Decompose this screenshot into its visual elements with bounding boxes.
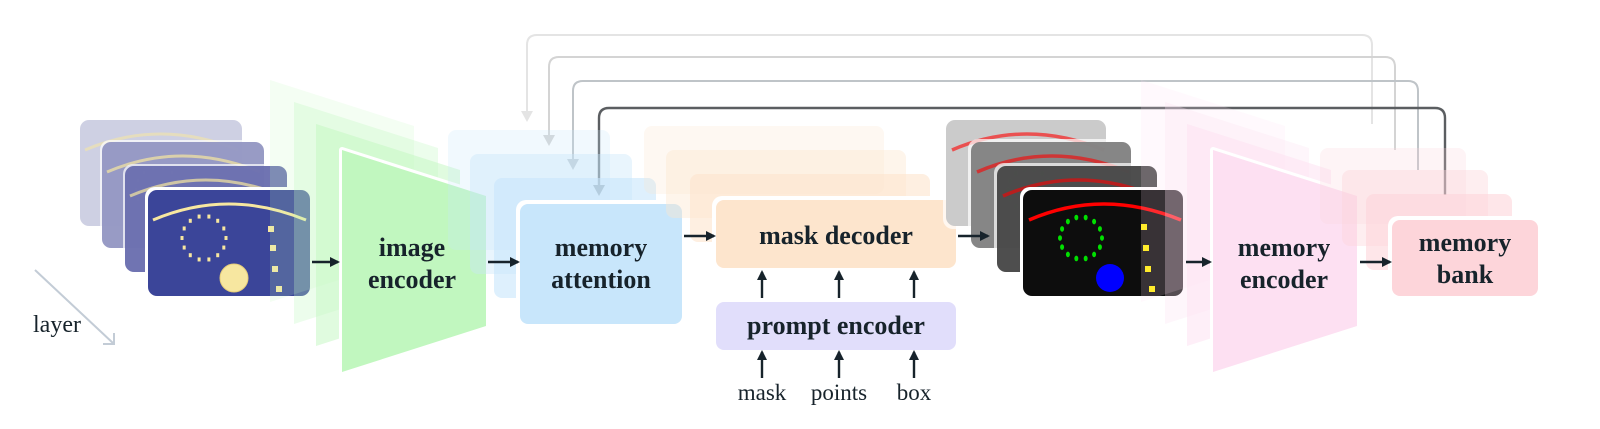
memory-encoder-stack — [1141, 80, 1360, 375]
mask-ring-dot — [1074, 255, 1079, 262]
prompt-input-mask-label: mask — [737, 380, 787, 405]
mask-square — [1149, 286, 1155, 292]
image-encoder-label-line2: encoder — [367, 265, 457, 294]
frame-ring-dot — [207, 257, 211, 262]
frame-ring-dot — [222, 226, 226, 231]
mask-square — [1141, 224, 1147, 230]
mask-ring-dot — [1097, 226, 1102, 232]
prompt-input-points-label: points — [810, 380, 868, 405]
frame-ring-dot — [180, 236, 184, 240]
memory-encoder-label-line2: encoder — [1239, 265, 1329, 294]
mask-disk — [1096, 264, 1124, 292]
feedback-arrowhead-3 — [567, 159, 579, 170]
frame-ring-dot — [222, 245, 226, 250]
frame-square — [270, 245, 276, 251]
frame-ring-dot — [224, 236, 228, 240]
frame-background — [148, 190, 310, 296]
frame-ring-dot — [197, 257, 201, 262]
memory-attention-stack — [448, 130, 686, 328]
memory-attention-label-line2: attention — [551, 265, 651, 294]
feedback-arrowhead-2 — [543, 135, 555, 146]
feedback-loop-4 — [597, 106, 1447, 195]
memory-bank-label-line1: memory — [1418, 227, 1512, 257]
mask-decoder-stack — [644, 126, 960, 272]
frame-curve — [152, 202, 307, 222]
layer-axis-label: layer — [33, 312, 81, 338]
mask-ring-dot — [1065, 218, 1070, 225]
mask-square — [1143, 245, 1149, 251]
frame-ring-dot — [182, 245, 186, 250]
frame-square — [276, 286, 282, 292]
layer-axis-arrow — [34, 269, 115, 345]
mask-ring-dot — [1092, 251, 1097, 258]
memory-encoder-layer-4 — [1213, 150, 1357, 372]
mask-background — [1023, 190, 1183, 296]
memory-attention-label-line1: memory — [554, 232, 648, 262]
frame-ring-dot — [216, 253, 220, 258]
prompt-encoder-block — [716, 302, 956, 350]
flow-arrows — [312, 231, 1392, 378]
mask-ring-dot — [1097, 244, 1102, 250]
input-frame-stack — [78, 118, 313, 299]
mask-ring-dot — [1060, 244, 1065, 250]
frame-ring-dot — [216, 218, 220, 223]
mask-square — [1145, 266, 1151, 272]
feedback-loop-1 — [526, 34, 1373, 124]
image-encoder-stack — [270, 80, 489, 375]
memory-bank-layer-4 — [1392, 220, 1538, 296]
frame-disk — [219, 263, 249, 293]
frame-ring-dot — [188, 218, 192, 223]
memory-bank-label-line2: bank — [1436, 260, 1494, 289]
frame-ring-dot — [197, 214, 201, 219]
mask-ring-dot — [1100, 235, 1104, 241]
frame-square — [272, 266, 278, 272]
mask-ring-dot — [1060, 226, 1065, 232]
mask-ring-dot — [1083, 255, 1088, 262]
feedback-loop-2 — [548, 56, 1396, 150]
mask-decoder-label: mask decoder — [759, 220, 913, 250]
mask-ring-dot — [1058, 235, 1062, 241]
memory-attention-layer-4 — [520, 204, 682, 324]
output-mask-stack — [943, 117, 1186, 299]
frame-ring-dot — [188, 253, 192, 258]
frame-ring-dot — [182, 226, 186, 231]
mask-decoder-layer-4 — [716, 200, 956, 268]
mask-ring-dot — [1083, 214, 1088, 221]
mask-curve — [1028, 202, 1182, 222]
output-mask-4 — [1020, 187, 1186, 299]
image-encoder-label-line1: image — [378, 232, 446, 262]
mask-ring-dot — [1074, 214, 1079, 221]
memory-encoder-label: memory encoder — [1214, 226, 1354, 302]
image-encoder-layer-4 — [342, 150, 486, 372]
mask-ring-dot — [1092, 218, 1097, 225]
memory-attention-label: memory attention — [520, 226, 682, 302]
input-frame-4 — [145, 187, 313, 299]
memory-feedback-loops — [521, 34, 1447, 196]
frame-square — [268, 226, 274, 232]
memory-bank-label: memory bank — [1392, 222, 1538, 296]
image-encoder-label: image encoder — [346, 226, 478, 302]
memory-bank-stack — [1320, 148, 1542, 300]
memory-encoder-label-line1: memory — [1237, 232, 1331, 262]
mask-ring-dot — [1065, 251, 1070, 258]
frame-ring-dot — [207, 214, 211, 219]
feedback-loop-3 — [572, 80, 1419, 170]
feedback-arrowhead-1 — [521, 111, 533, 122]
prompt-input-box-label: box — [896, 380, 932, 405]
prompt-encoder-label: prompt encoder — [747, 310, 925, 340]
